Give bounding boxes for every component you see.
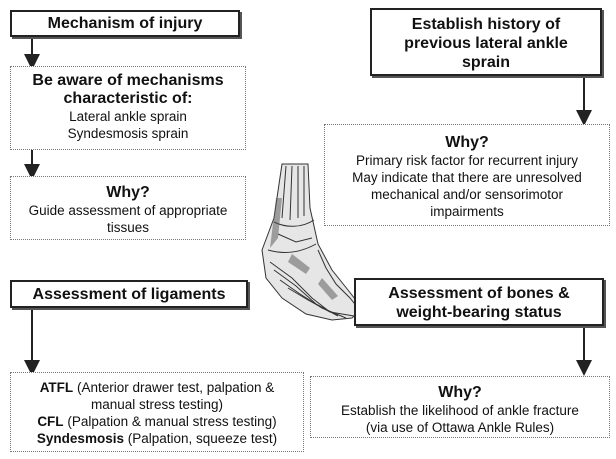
mechanisms-aware-box: Be aware of mechanisms characteristic of… (10, 66, 246, 150)
history-why-title: Why? (445, 134, 489, 151)
mechanism-item: Syndesmosis sprain (67, 126, 189, 141)
mechanism-why-title: Why? (106, 184, 150, 201)
ligaments-title: Assessment of ligaments (32, 286, 226, 303)
mechanism-of-injury-box: Mechanism of injury (10, 10, 240, 37)
ligament-item-atfl: ATFL (Anterior drawer test, palpation & (39, 380, 275, 395)
bones-why-box: Why? Establish the likelihood of ankle f… (310, 376, 610, 438)
history-title: Establish history of previous lateral an… (404, 16, 568, 71)
bones-why-line: (via use of Ottawa Ankle Rules) (365, 420, 555, 435)
foot-illustration (261, 163, 363, 321)
mechanisms-aware-title: Be aware of mechanisms characteristic of… (32, 72, 224, 107)
ligament-item-atfl-cont: manual stress testing) (90, 397, 224, 412)
bones-why-title: Why? (438, 384, 482, 401)
history-box: Establish history of previous lateral an… (370, 8, 602, 76)
history-why-line: Primary risk factor for recurrent injury (355, 153, 579, 168)
ligament-item-syndesmosis: Syndesmosis (Palpation, squeeze test) (36, 431, 278, 446)
history-why-line: impairments (430, 204, 504, 219)
history-why-line: May indicate that there are unresolved (352, 170, 582, 185)
mechanism-item: Lateral ankle sprain (69, 109, 187, 124)
bones-why-line: Establish the likelihood of ankle fractu… (341, 403, 579, 418)
mechanism-why-box: Why? Guide assessment of appropriate tis… (10, 176, 246, 240)
mechanism-of-injury-title: Mechanism of injury (47, 15, 203, 32)
ligament-item-cfl: CFL (Palpation & manual stress testing) (37, 414, 277, 429)
ligaments-list-box: ATFL (Anterior drawer test, palpation & … (10, 372, 304, 452)
history-why-line: mechanical and/or sensorimotor (370, 187, 564, 202)
history-why-box: Why? Primary risk factor for recurrent i… (324, 124, 610, 226)
mechanism-why-text: Guide assessment of appropriate tissues (28, 203, 228, 235)
ligaments-box: Assessment of ligaments (10, 280, 248, 308)
bones-box: Assessment of bones & weight-bearing sta… (354, 278, 604, 326)
bones-title: Assessment of bones & weight-bearing sta… (388, 285, 570, 321)
